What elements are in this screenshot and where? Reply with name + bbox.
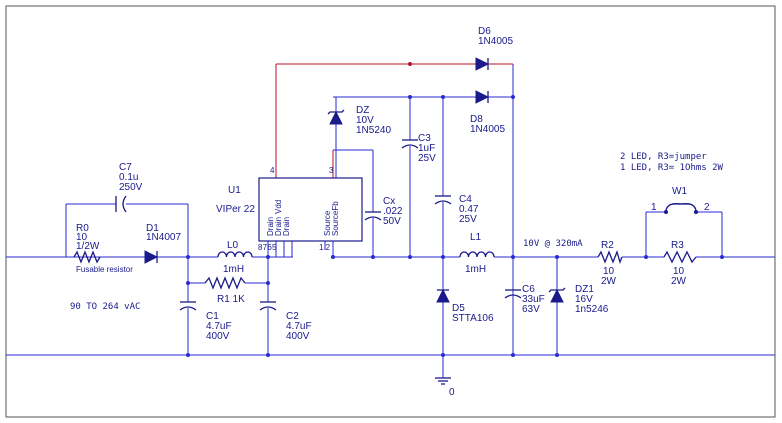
zener-dz (327, 109, 345, 125)
d1-value: 1N4007 (146, 232, 181, 243)
c4-ref: C4 (459, 194, 472, 205)
l0-ref: L0 (227, 240, 239, 251)
capacitor-c7 (115, 195, 127, 213)
inductor-l1 (459, 251, 495, 258)
ic-pin-4: 4 (270, 166, 275, 175)
led-note-2: 1 LED, R3= 1Ohms 2W (620, 163, 724, 173)
ic-pin-name-drain-1: Drain (266, 217, 275, 236)
ic-pin-name-source: Source (323, 210, 332, 236)
c7-value2: 250V (119, 182, 143, 193)
r3-ref: R3 (671, 240, 684, 251)
c2-value2: 400V (286, 331, 310, 342)
schematic-frame (5, 5, 776, 418)
ic-pin-name-drain-2: Drain (274, 217, 283, 236)
c3-ref: C3 (418, 133, 431, 144)
diode-d5 (436, 288, 450, 303)
output-label: 10V @ 320mA (523, 239, 583, 249)
c3-value1: 1uF (418, 143, 435, 154)
r0-ref: R0 (76, 223, 89, 234)
ic-pin-3: 3 (329, 166, 334, 175)
r3-value1: 10 (673, 266, 685, 277)
ic-pin-name-drain-3: Drain (282, 217, 291, 236)
cx-ref: Cx (383, 196, 395, 207)
c1-ref: C1 (206, 311, 219, 322)
diode-d1 (144, 250, 159, 264)
c4-value2: 25V (459, 214, 477, 225)
dz1-value2: 1n5246 (575, 304, 609, 315)
resistor-r0 (73, 250, 101, 264)
c4-value1: 0.47 (459, 204, 479, 215)
c6-ref: C6 (522, 284, 535, 295)
c7-value1: 0.1u (119, 172, 138, 183)
c6-value1: 33uF (522, 294, 545, 305)
cx-value2: 50V (383, 216, 401, 227)
wires (6, 64, 775, 378)
c3-value2: 25V (418, 153, 436, 164)
vdd-wires (275, 63, 513, 178)
l1-value: 1mH (465, 264, 486, 275)
zener-dz1 (548, 287, 566, 303)
d5-value: STTA106 (452, 313, 494, 324)
c7-ref: C7 (119, 162, 132, 173)
resistor-r1 (204, 276, 246, 290)
d6-value: 1N4005 (478, 36, 513, 47)
r2-ref: R2 (601, 240, 614, 251)
r2-value1: 10 (603, 266, 615, 277)
d8-value: 1N4005 (470, 124, 505, 135)
r0-value2: 1/2W (76, 241, 100, 252)
c6-value2: 63V (522, 304, 540, 315)
r1-label: R1 1K (217, 294, 245, 305)
r2-value2: 2W (601, 276, 617, 287)
d8-ref: D8 (470, 114, 483, 125)
diode-d6 (475, 57, 490, 71)
ic-pin-name-sourcefb: SourceFb (331, 201, 340, 236)
resistor-r2 (597, 250, 623, 264)
cx-value1: .022 (383, 206, 403, 217)
r0-note: Fusable resistor (76, 265, 133, 274)
capacitor-c2 (259, 301, 277, 311)
r0-value1: 10 (76, 232, 88, 243)
led-note-1: 2 LED, R3=jumper (620, 152, 707, 162)
w1-pin2: 2 (704, 202, 710, 213)
ic-pin-12: 1 2 (319, 243, 331, 252)
capacitor-c1 (179, 301, 197, 311)
ic-pin-8765: 8 7 6 5 (258, 243, 277, 252)
ground-label: 0 (449, 387, 455, 398)
c2-ref: C2 (286, 311, 299, 322)
junctions (186, 62, 724, 357)
w1-pin1: 1 (651, 202, 657, 213)
ic-pin-name-vdd: Vdd (274, 200, 283, 214)
resistor-r3 (663, 250, 697, 264)
d1-ref: D1 (146, 223, 159, 234)
labels: D6 1N4005 D8 1N4005 DZ 10V 1N5240 C3 1uF… (70, 26, 724, 398)
dz1-ref: DZ1 (575, 284, 594, 295)
u1-value: VIPer 22 (216, 204, 255, 215)
ic-u1 (258, 177, 363, 242)
u1-ref: U1 (228, 185, 241, 196)
dz1-value1: 16V (575, 294, 593, 305)
d5-ref: D5 (452, 303, 465, 314)
jumper-w1 (664, 203, 698, 214)
d6-ref: D6 (478, 26, 491, 37)
l0-value: 1mH (223, 264, 244, 275)
c1-value2: 400V (206, 331, 230, 342)
capacitor-c3 (401, 139, 419, 149)
c1-value1: 4.7uF (206, 321, 232, 332)
l1-ref: L1 (470, 232, 482, 243)
dz-value1: 10V (356, 115, 374, 126)
capacitor-c6 (504, 289, 522, 299)
diode-d8 (475, 90, 490, 104)
ground-symbol (435, 377, 451, 385)
capacitor-cx (364, 211, 382, 221)
capacitor-c4 (434, 195, 452, 205)
inductor-l0 (217, 251, 253, 258)
r3-value2: 2W (671, 276, 687, 287)
input-range-label: 90 TO 264 vAC (70, 302, 140, 312)
dz-value2: 1N5240 (356, 125, 391, 136)
c2-value1: 4.7uF (286, 321, 312, 332)
w1-ref: W1 (672, 186, 687, 197)
dz-ref: DZ (356, 105, 369, 116)
